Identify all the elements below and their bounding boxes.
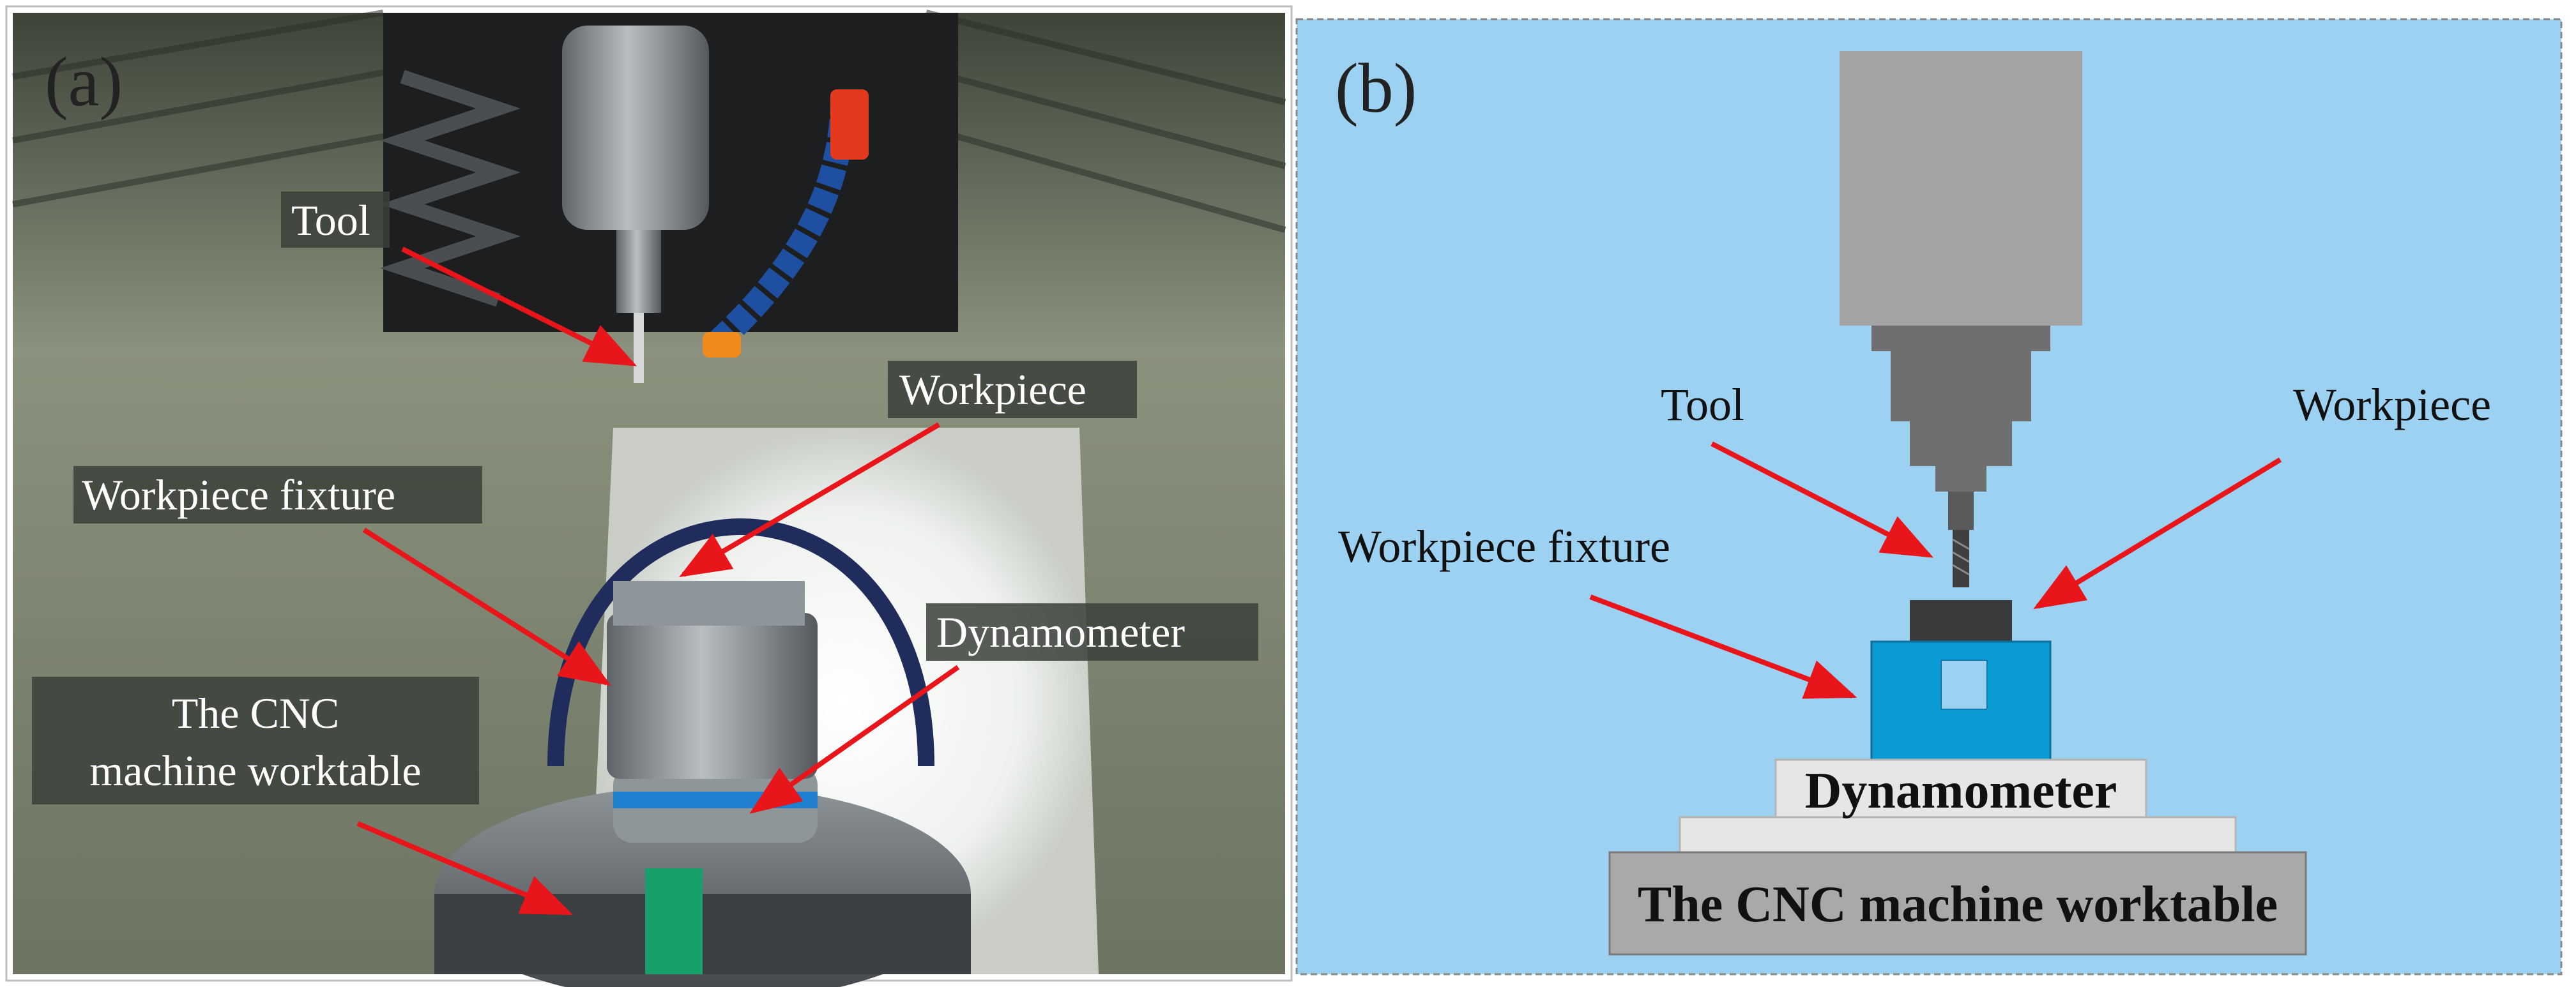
label-dynamometer-b: Dynamometer — [1805, 763, 2117, 819]
workpiece — [1910, 600, 2012, 642]
tool-holder-photo — [616, 230, 661, 313]
label-bg-workpiece-a — [888, 361, 1137, 418]
arrow-worktable-a — [356, 821, 574, 915]
arrow-fixture-a — [362, 527, 611, 686]
label-workpiece-b: Workpiece — [2293, 379, 2491, 430]
label-worktable-a-line2: machine worktable — [89, 746, 421, 795]
coolant-nozzle — [703, 332, 741, 358]
tool-flutes — [1952, 538, 1970, 576]
cable-connector — [645, 868, 703, 974]
arrows-panel-a — [356, 246, 960, 915]
arrow-workpiece-b — [2033, 457, 2282, 610]
spindle-body-photo — [562, 26, 709, 230]
label-bg-dynamometer-a — [926, 603, 1258, 661]
dynamometer-band — [613, 792, 818, 808]
panel-b: (b) Dynamometer The CNC machine worktabl… — [1295, 18, 2563, 976]
arrow-fixture-b — [1589, 594, 1857, 699]
label-workpiece-fixture-b: Workpiece fixture — [1338, 521, 1670, 572]
label-bg-fixture-a — [73, 466, 482, 524]
panel-a-letter: (a) — [45, 43, 123, 121]
tool-collet — [1935, 466, 1986, 492]
coolant-valve — [830, 89, 869, 160]
label-bg-worktable-a — [32, 677, 479, 804]
panel-a: (a) Tool Workpiece Workpiece fixture Dyn… — [5, 5, 1293, 987]
enclosure-slats — [12, 10, 1286, 233]
workpiece-photo — [613, 581, 805, 626]
arrow-tool-b — [1711, 441, 1934, 558]
spindle-nose — [1891, 351, 2031, 421]
dynamometer-block-top — [1774, 758, 2147, 818]
spindle-flange — [1871, 326, 2050, 351]
label-workpiece-a: Workpiece — [899, 365, 1086, 414]
cutting-tool — [1953, 530, 1969, 587]
fixture-slot — [1942, 661, 1986, 709]
arrow-dynamometer-a — [749, 665, 960, 814]
dynamometer-block-base — [1679, 816, 2237, 854]
label-tool-a: Tool — [291, 196, 370, 245]
worktable-block — [1608, 851, 2307, 956]
tool-shank — [1948, 492, 1974, 530]
label-worktable-a-line1: The CNC — [172, 689, 340, 737]
label-tool-b: Tool — [1661, 379, 1744, 430]
label-worktable-b: The CNC machine worktable — [1638, 877, 2278, 933]
fixture-photo — [607, 613, 818, 779]
label-workpiece-fixture-a: Workpiece fixture — [82, 471, 395, 519]
panel-b-letter: (b) — [1335, 49, 1417, 127]
label-bg-tool-a — [281, 192, 390, 248]
arrows-panel-b — [1589, 441, 2282, 699]
label-dynamometer-a: Dynamometer — [936, 608, 1185, 656]
arrow-workpiece-a — [679, 422, 941, 578]
arrow-tool-a — [401, 246, 637, 366]
spindle-body — [1840, 51, 2082, 326]
tool-photo — [634, 313, 644, 383]
spindle-bellows — [380, 70, 521, 307]
tool-holder — [1910, 421, 2012, 466]
